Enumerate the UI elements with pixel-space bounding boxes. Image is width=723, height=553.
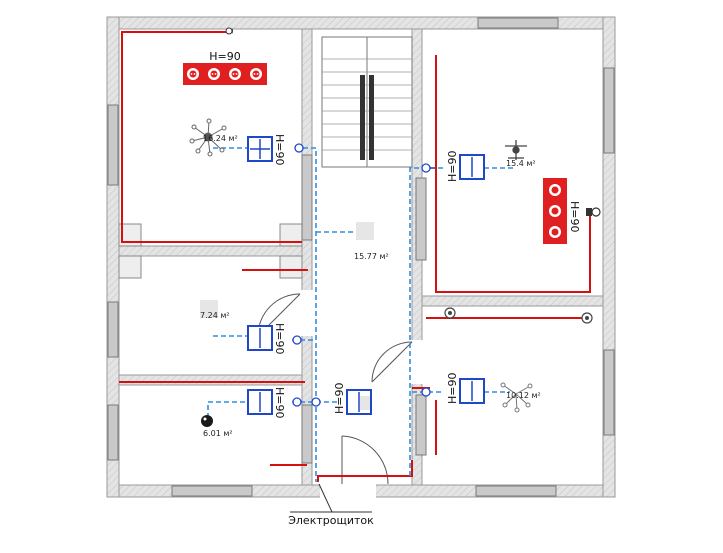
area-label-room-top-right: 15.4 м² [506, 159, 536, 168]
height-mark: H=90 [273, 323, 286, 355]
switches: H=90 H=90 H=90 H=90 [247, 134, 485, 419]
socket-icon [187, 68, 199, 80]
window-left-top [107, 104, 119, 186]
door-gap-entrance [320, 484, 376, 498]
junction-box-icon [421, 387, 431, 397]
niche [415, 394, 427, 456]
panel-label: Электрощиток [288, 514, 374, 527]
stairs-icon [321, 36, 413, 168]
ceiling-light-icon [200, 300, 218, 318]
column [118, 255, 142, 279]
junction-box-icon [421, 163, 431, 173]
socket-icon [229, 68, 241, 80]
switch-icon [247, 136, 273, 162]
height-mark: H=90 [446, 373, 459, 405]
door-openings [301, 290, 423, 498]
socket-icon [250, 68, 262, 80]
door-gap-bottom-right [411, 340, 423, 384]
height-mark: H=90 [209, 50, 241, 63]
socket-icon [225, 27, 233, 35]
door-gap-mid-left [301, 290, 313, 336]
area-labels: 16.24 м² 15.4 м² 15.77 м² 7.24 м² 10.12 … [200, 134, 541, 438]
area-label-room-bottom-left: 6.01 м² [203, 429, 233, 438]
ceiling-light-icon [356, 222, 374, 240]
window-right-bottom [603, 349, 615, 436]
switch-icon [247, 389, 273, 415]
lighting-lines [207, 147, 516, 482]
chandelier-icon [189, 118, 227, 157]
socket-block-top-left: H=90 [183, 50, 267, 85]
switch-icon [459, 378, 485, 404]
wall-right-partition [421, 295, 604, 307]
junction-box-icon [292, 335, 302, 345]
height-mark: H=90 [568, 201, 581, 233]
window-left-mid [107, 301, 119, 358]
area-label-room-top-left: 16.24 м² [203, 134, 238, 143]
ceiling-light-icon [360, 396, 370, 410]
switch-icon [459, 154, 485, 180]
height-mark: H=90 [446, 151, 459, 183]
door-icon [371, 341, 413, 383]
window-right-top [603, 67, 615, 154]
window-bottom-left [171, 485, 253, 497]
window-left-bottom [107, 404, 119, 461]
socket-icon [586, 207, 601, 217]
chandelier-icon [505, 140, 527, 160]
socket-icon [549, 205, 561, 217]
windows [107, 17, 615, 497]
switch-icon [247, 325, 273, 351]
switch-mid-left: H=90 [247, 323, 302, 355]
wall-socket-markers [225, 27, 601, 324]
switch-top-right: H=90 [421, 151, 485, 183]
lamp-icon [201, 415, 213, 427]
column [279, 255, 303, 279]
height-mark: H=90 [273, 134, 286, 166]
niche [415, 177, 427, 261]
switch-bottom-left: H=90 [247, 387, 321, 419]
wall-left-upper-partition [118, 245, 303, 257]
column [118, 223, 142, 247]
area-label-room-bottom-right: 10.12 м² [506, 391, 541, 400]
socket-icon [549, 184, 561, 196]
panel-callout: Электрощиток [288, 483, 374, 527]
niche [301, 154, 313, 241]
socket-icon [549, 226, 561, 238]
socket-block-top-right: H=90 [543, 178, 581, 244]
socket-icon [208, 68, 220, 80]
area-label-hallway: 15.77 м² [354, 252, 389, 261]
lamp-icon [444, 307, 456, 319]
window-top-right [477, 17, 559, 29]
niche [301, 404, 313, 464]
switch-top-left: H=90 [247, 134, 304, 166]
height-mark: H=90 [333, 383, 346, 415]
window-bottom-right [475, 485, 557, 497]
lamp-icon [581, 312, 593, 324]
height-mark: H=90 [273, 387, 286, 419]
wall-left-lower-partition [118, 374, 303, 386]
junction-box-icon [294, 143, 304, 153]
chandelier-icon [500, 382, 533, 413]
junction-box-icon [292, 397, 302, 407]
area-label-room-mid-left: 7.24 м² [200, 311, 230, 320]
switch-bottom-right: H=90 [421, 373, 485, 405]
junction-box-icon [311, 397, 321, 407]
